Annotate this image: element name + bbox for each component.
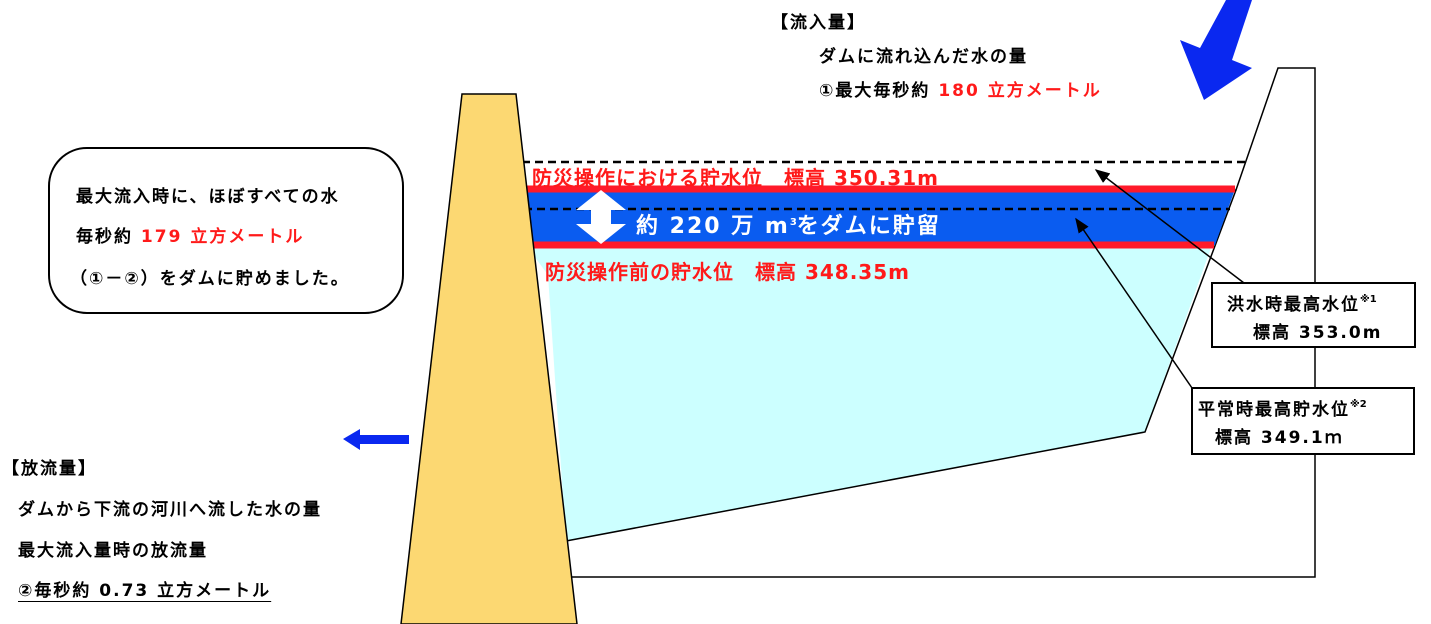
normal-max-level-elevation: 標高 349.1ｍ xyxy=(1215,428,1344,448)
storage-band xyxy=(523,192,1234,245)
normal-max-level-note: ※2 xyxy=(1350,399,1367,410)
flood-max-level-label: 洪水時最高水位※1 xyxy=(1227,290,1377,315)
outflow-arrow-icon xyxy=(343,429,409,450)
reservoir-water xyxy=(526,245,1212,541)
callout-line-2: 毎秒約 179 立方メートル xyxy=(76,222,304,247)
storage-volume-sup: 3 xyxy=(789,217,797,228)
flood-max-level-note: ※1 xyxy=(1360,294,1377,305)
inflow-heading: 【流入量】 xyxy=(771,13,866,33)
inflow-desc: ダムに流れ込んだ水の量 xyxy=(819,47,1028,67)
storage-double-arrow-icon xyxy=(576,190,626,244)
normal-box-leader-arrow xyxy=(1075,217,1193,389)
callout-line-2-value: 179 立方メートル xyxy=(140,227,305,247)
dam-body xyxy=(400,93,578,624)
callout-line-3: （①－②）をダムに貯めました。 xyxy=(70,269,350,289)
inflow-max: ①最大毎秒約 180 立方メートル xyxy=(819,76,1102,101)
callout-box xyxy=(48,147,404,314)
normal-max-level-text: 平常時最高貯水位 xyxy=(1198,400,1350,420)
flood-box-leader-arrow xyxy=(1094,169,1245,284)
inflow-max-prefix: ①最大毎秒約 xyxy=(819,81,931,101)
storage-volume-suffix: をダムに貯留 xyxy=(796,214,941,239)
storage-volume-label: 約 220 万 m3をダムに貯留 xyxy=(636,208,941,240)
flood-max-level-text: 洪水時最高水位 xyxy=(1227,295,1360,315)
pre-op-level-label: 防災操作前の貯水位 標高 348.35m xyxy=(545,260,910,284)
inflow-arrow-icon xyxy=(1180,0,1252,100)
flood-max-level-box: 洪水時最高水位※1 標高 353.0m xyxy=(1211,282,1416,348)
normal-max-level-label: 平常時最高貯水位※2 xyxy=(1198,395,1367,420)
reservoir-bottom xyxy=(565,189,1237,542)
disaster-op-level-label: 防災操作における貯水位 標高 350.31m xyxy=(532,166,939,190)
flood-max-level-elevation: 標高 353.0m xyxy=(1253,323,1383,343)
callout-line-2-prefix: 毎秒約 xyxy=(76,227,133,247)
outflow-desc-2: 最大流入量時の放流量 xyxy=(18,541,208,561)
storage-volume-prefix: 約 220 万 m xyxy=(636,214,790,239)
inflow-max-value: 180 立方メートル xyxy=(938,81,1102,101)
normal-max-level-box: 平常時最高貯水位※2 標高 349.1ｍ xyxy=(1191,387,1415,455)
outflow-desc: ダムから下流の河川へ流した水の量 xyxy=(18,500,322,520)
callout-line-1: 最大流入時に、ほぼすべての水 xyxy=(76,187,340,207)
outflow-heading: 【放流量】 xyxy=(2,459,97,479)
outflow-max: ②毎秒約 0.73 立方メートル xyxy=(18,581,272,601)
